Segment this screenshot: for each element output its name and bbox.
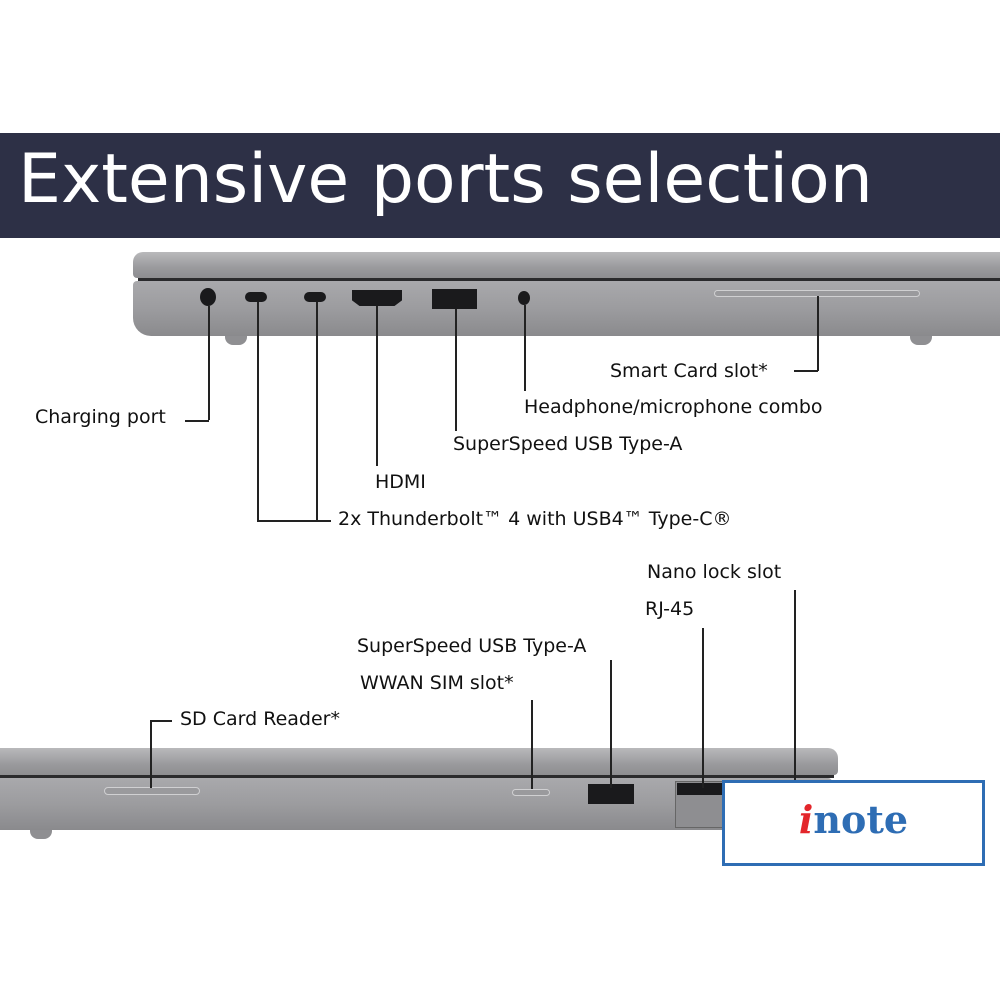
label-usb-a-bottom: SuperSpeed USB Type-A — [357, 635, 587, 657]
label-charging-port: Charging port — [35, 406, 166, 428]
title-banner — [0, 133, 1000, 238]
label-rj45: RJ-45 — [645, 598, 695, 620]
label-wwan-sim: WWAN SIM slot* — [360, 672, 514, 694]
sd-card-slot-icon — [104, 787, 200, 795]
charging-port-icon — [200, 288, 216, 306]
label-headphone: Headphone/microphone combo — [524, 396, 823, 418]
page-title: Extensive ports selection — [18, 140, 873, 219]
usb-a-port-icon — [432, 289, 477, 309]
label-smart-card: Smart Card slot* — [610, 360, 768, 382]
thunderbolt-port-icon — [304, 292, 326, 302]
inote-logo: inote — [722, 780, 985, 866]
thunderbolt-port-icon — [245, 292, 267, 302]
sim-slot-icon — [512, 789, 550, 796]
audio-jack-icon — [518, 291, 530, 305]
usb-a-port-icon — [588, 784, 634, 804]
label-thunderbolt: 2x Thunderbolt™ 4 with USB4™ Type-C® — [338, 508, 732, 530]
hdmi-port-icon — [352, 290, 402, 306]
label-hdmi: HDMI — [375, 471, 426, 493]
label-usb-a: SuperSpeed USB Type-A — [453, 433, 683, 455]
label-sd-card: SD Card Reader* — [180, 708, 340, 730]
label-nano-lock: Nano lock slot — [647, 561, 782, 583]
